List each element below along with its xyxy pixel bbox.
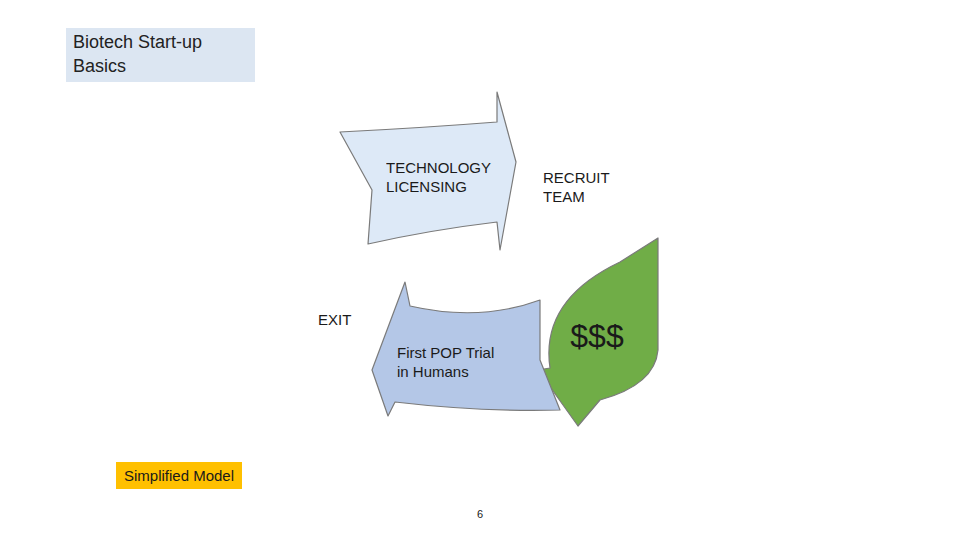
title-box: Biotech Start-up Basics xyxy=(66,28,255,82)
arrow-shape xyxy=(538,238,658,426)
text-anchor: $$$ xyxy=(562,316,632,356)
model-tag-box: Simplified Model xyxy=(116,462,242,489)
arrow-shape xyxy=(308,132,395,400)
text-anchor: EXIT xyxy=(318,311,364,330)
arrow-shape xyxy=(340,92,516,250)
node-label: $$$ xyxy=(562,316,632,356)
node-label: First POP Trial in Humans xyxy=(397,344,505,382)
title-text: Biotech Start-up Basics xyxy=(73,30,248,79)
text-anchor: TECHNOLOGY LICENSING xyxy=(386,159,504,197)
first-pop-trial-arrow: First POP Trial in Humans xyxy=(368,278,564,420)
arrow-shape xyxy=(372,282,560,416)
model-tag: Simplified Model xyxy=(124,467,234,484)
text-anchor: First POP Trial in Humans xyxy=(397,344,505,382)
page-number-box: 6 xyxy=(477,508,483,520)
node-label: EXIT xyxy=(318,311,364,330)
page-number: 6 xyxy=(477,508,483,520)
node-label: RECRUIT TEAM xyxy=(543,169,625,207)
node-label: TECHNOLOGY LICENSING xyxy=(386,159,504,197)
text-anchor: RECRUIT TEAM xyxy=(543,169,625,207)
technology-licensing-arrow: TECHNOLOGY LICENSING xyxy=(334,86,520,256)
